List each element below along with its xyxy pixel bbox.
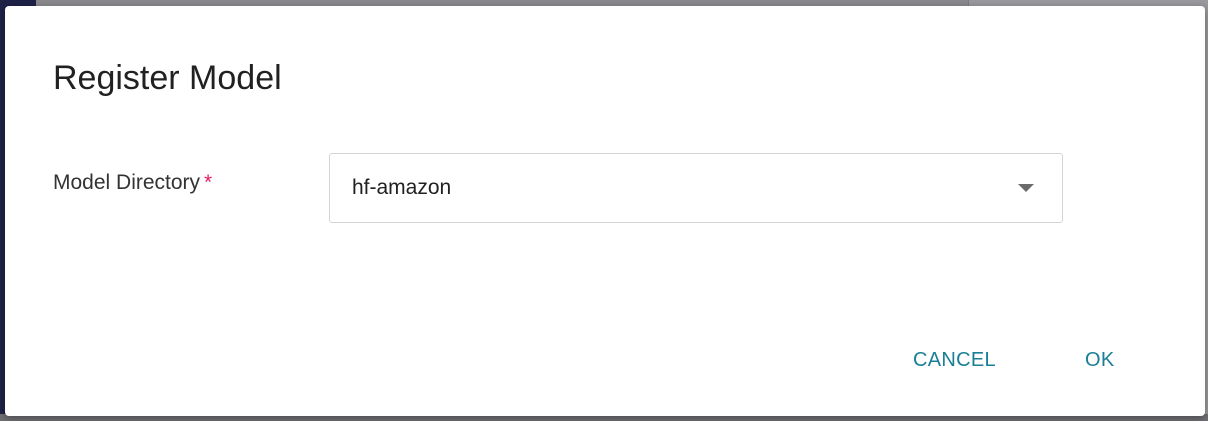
- backdrop-bottom: [0, 414, 1208, 421]
- cancel-button[interactable]: CANCEL: [905, 340, 1004, 380]
- ok-button[interactable]: OK: [1077, 340, 1123, 380]
- model-directory-label: Model Directory*: [53, 170, 212, 196]
- model-directory-label-text: Model Directory: [53, 171, 201, 194]
- dialog-title: Register Model: [53, 59, 282, 97]
- model-directory-select[interactable]: hf-amazon: [329, 153, 1063, 223]
- model-directory-selected-value: hf-amazon: [352, 176, 452, 199]
- required-asterisk: *: [204, 171, 213, 194]
- chevron-down-icon[interactable]: [1018, 184, 1034, 192]
- register-model-dialog: Register Model Model Directory* hf-amazo…: [5, 6, 1205, 416]
